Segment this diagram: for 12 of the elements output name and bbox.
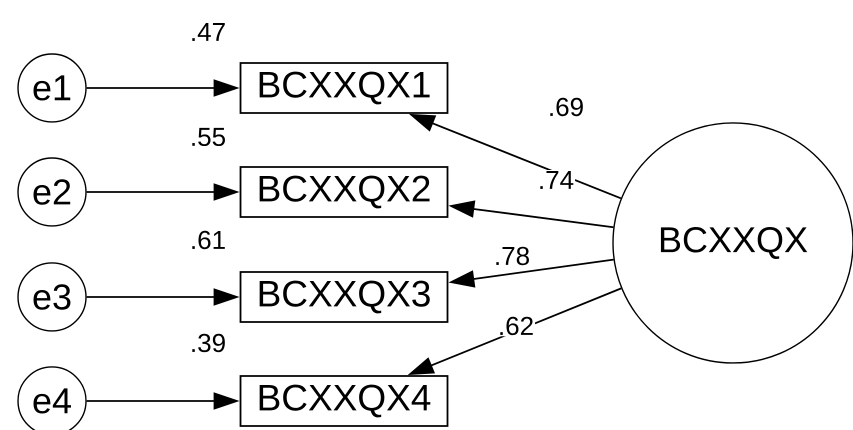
variable-box: BCXXQX2 [240,166,448,218]
coefficient-label: .61 [192,230,225,250]
edge-label: .69 [546,96,586,118]
variable-box: BCXXQX4 [240,375,448,427]
edge-label: .78 [492,246,532,266]
coefficient-label: .39 [192,334,225,352]
variable-box: BCXXQX1 [240,62,448,114]
variable-box: BCXXQX3 [240,271,448,323]
coefficient-label: .47 [192,23,225,41]
edge-label: .74 [536,170,576,190]
edge-label: .62 [496,316,536,336]
coefficient-label: .55 [192,128,225,146]
